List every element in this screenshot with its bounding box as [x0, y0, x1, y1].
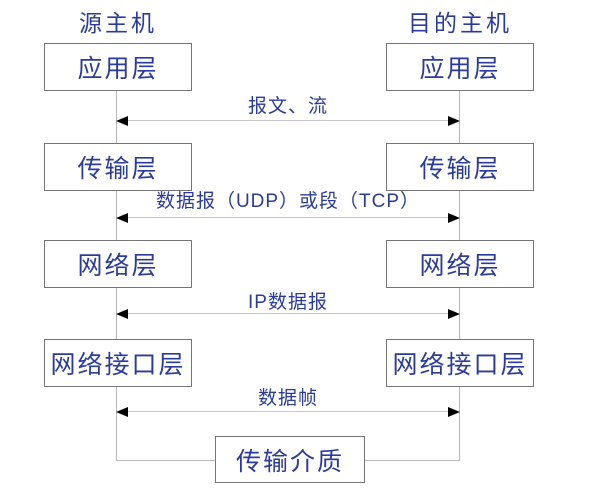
arrowhead-left-icon [116, 407, 128, 417]
arrow-line [127, 313, 449, 314]
medium-connector-right [365, 460, 460, 461]
arrow-line [127, 217, 449, 218]
destination-transport-layer-box: 传输层 [386, 143, 534, 191]
pdu-label-datagram-segment: 数据报（UDP）或段（TCP） [155, 191, 421, 212]
source-application-layer-box: 应用层 [44, 43, 192, 91]
arrowhead-right-icon [448, 116, 460, 126]
pdu-label-data-frame: 数据帧 [257, 388, 318, 409]
arrowhead-right-icon [448, 213, 460, 223]
arrowhead-left-icon [116, 309, 128, 319]
arrowhead-left-icon [116, 213, 128, 223]
source-host-title: 源主机 [79, 10, 157, 36]
arrowhead-left-icon [116, 116, 128, 126]
destination-network-layer-box: 网络层 [386, 240, 534, 288]
arrowhead-right-icon [448, 309, 460, 319]
pdu-label-ip-datagram: IP数据报 [248, 292, 328, 313]
arrow-line [127, 411, 449, 412]
arrowhead-right-icon [448, 407, 460, 417]
destination-network-interface-layer-box: 网络接口层 [386, 339, 534, 387]
source-network-layer-box: 网络层 [44, 240, 192, 288]
destination-application-layer-box: 应用层 [386, 43, 534, 91]
medium-connector-left [116, 460, 216, 461]
transmission-medium-box: 传输介质 [215, 436, 365, 483]
pdu-label-messages-streams: 报文、流 [247, 96, 328, 117]
source-network-interface-layer-box: 网络接口层 [44, 339, 192, 387]
destination-host-title: 目的主机 [408, 10, 512, 36]
source-transport-layer-box: 传输层 [44, 143, 192, 191]
arrow-line [127, 120, 449, 121]
